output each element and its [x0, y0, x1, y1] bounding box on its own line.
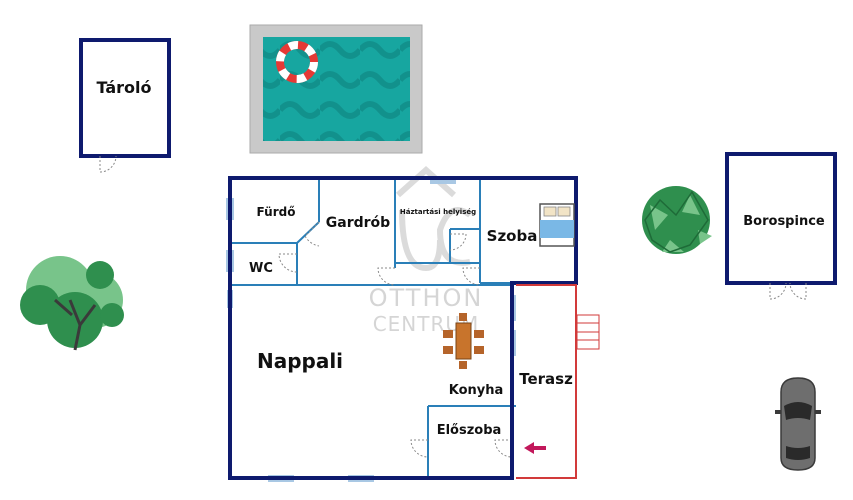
room-label-gardrob: Gardrób — [326, 215, 390, 231]
terrace — [516, 284, 600, 479]
storage-door-swing — [99, 155, 117, 173]
wine-cellar-building: Borospince — [725, 152, 837, 300]
car-icon — [775, 377, 821, 471]
room-label-nappali: Nappali — [257, 349, 343, 373]
watermark-line1: OTTHON — [369, 284, 484, 312]
bed-icon — [539, 203, 575, 247]
room-label-furdo: Fürdő — [257, 205, 296, 219]
tree-icon — [20, 256, 124, 351]
door-swings — [278, 221, 513, 458]
terrace-rail — [516, 284, 577, 479]
room-label-szoba: Szoba — [487, 227, 538, 245]
lifebuoy-icon — [276, 41, 318, 83]
storage-wall — [79, 38, 171, 158]
bush-icon — [642, 186, 712, 254]
wine-cellar-wall — [725, 152, 837, 285]
wine-cellar-door-swing — [769, 282, 807, 300]
room-label-borospince: Borospince — [743, 214, 825, 229]
room-label-taroló: Tároló — [96, 78, 151, 97]
room-label-wc: WC — [249, 261, 273, 276]
dining-table-icon — [443, 313, 484, 369]
room-label-konyha: Konyha — [449, 383, 504, 398]
house-outer-wall — [228, 176, 578, 480]
pool-water — [263, 37, 410, 141]
room-label-terasz: Terasz — [519, 370, 573, 388]
storage-building: Tároló — [79, 38, 171, 173]
pool-icon — [249, 24, 423, 154]
room-label-eloszoba: Előszoba — [437, 423, 502, 438]
stairs-icon — [576, 314, 600, 350]
entrance-arrow-icon — [524, 442, 546, 454]
watermark: OTTHON CENTRUM — [369, 165, 484, 336]
room-label-haztartasi: Háztartási helyiség — [400, 208, 476, 216]
